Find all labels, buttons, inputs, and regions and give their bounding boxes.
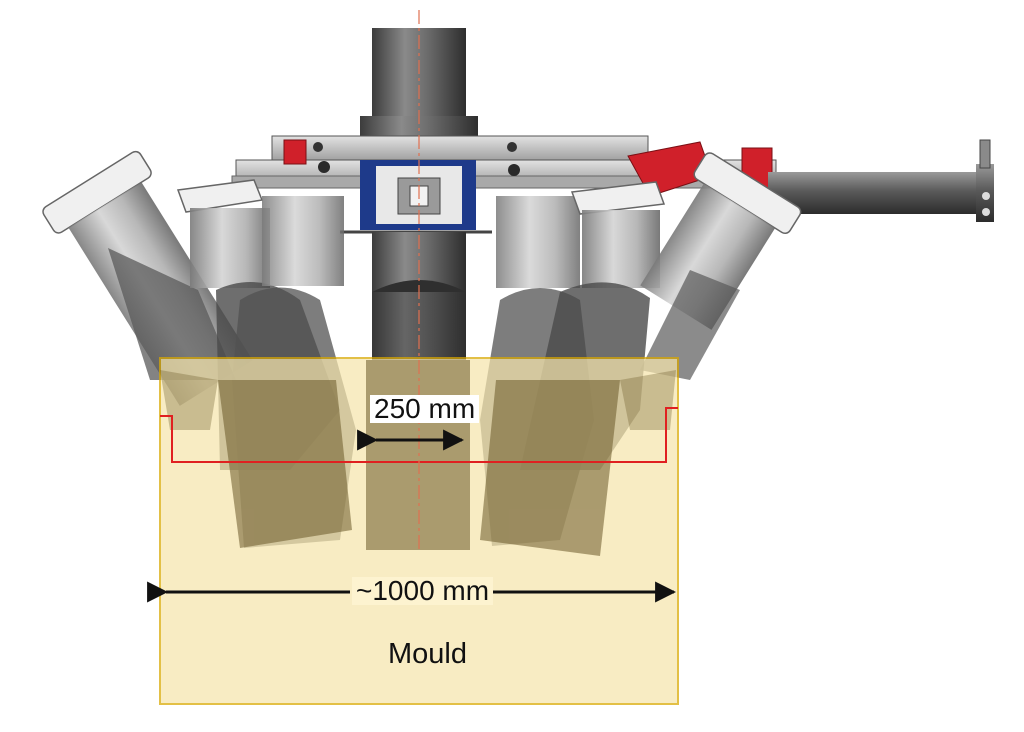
nozzle-right-far <box>640 152 802 330</box>
bolt-icon <box>507 142 517 152</box>
bolt-icon <box>508 164 520 176</box>
mould-label: Mould <box>388 638 467 670</box>
nozzle-left-far-body <box>108 248 236 380</box>
mould-width-dimension-label: ~1000 mm <box>352 577 494 605</box>
nozzle-tips <box>160 360 676 556</box>
nozzle-right-far-body <box>640 270 740 380</box>
side-actuator-rod <box>768 139 994 222</box>
bolt-icon <box>313 142 323 152</box>
inner-gap-dimension-label: 250 mm <box>370 395 480 423</box>
center-frame <box>340 160 492 234</box>
bolt-icon <box>318 161 330 173</box>
